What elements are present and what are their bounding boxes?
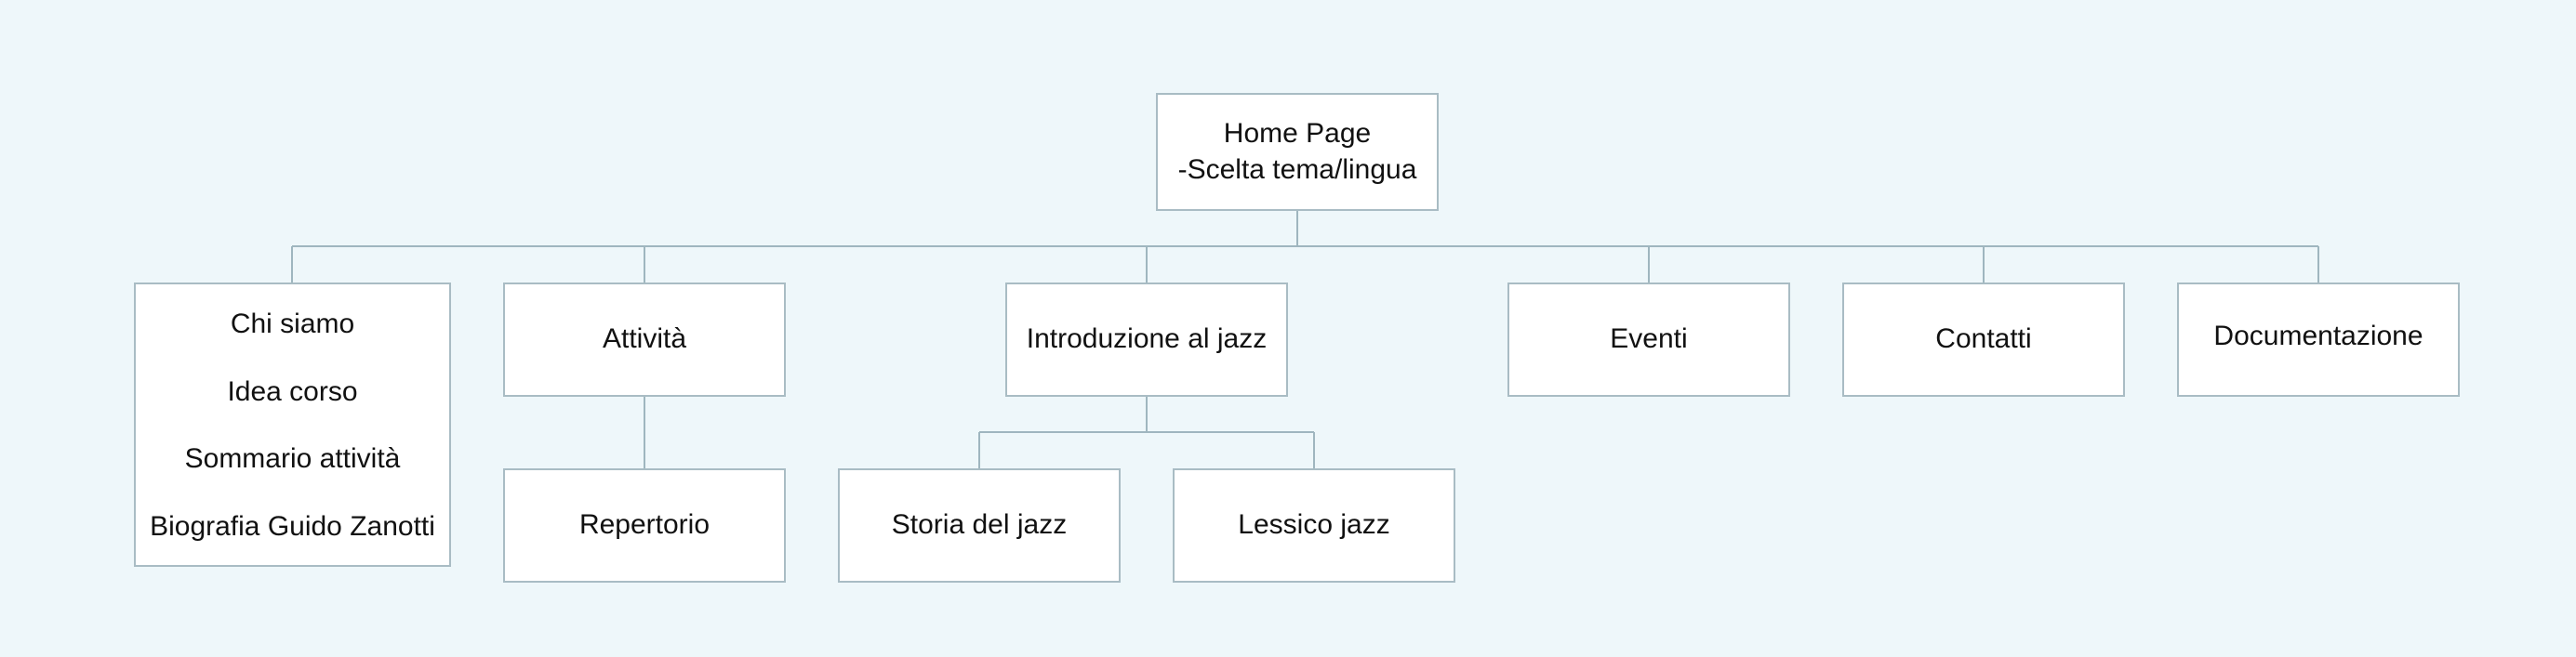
storia-del-jazz-label: Storia del jazz	[891, 509, 1068, 541]
lessico-jazz-node: Lessico jazz	[1173, 468, 1455, 583]
storia-del-jazz-node: Storia del jazz	[838, 468, 1121, 583]
introduzione-al-jazz-node: Introduzione al jazz	[1005, 283, 1288, 397]
repertorio-label: Repertorio	[578, 509, 710, 541]
home-page-node: Home Page -Scelta tema/lingua	[1156, 93, 1439, 211]
lessico-jazz-label: Lessico jazz	[1238, 509, 1390, 541]
contatti-node: Contatti	[1842, 283, 2125, 397]
chi-siamo-node: Chi siamo Idea corso Sommario attività B…	[134, 283, 451, 567]
documentazione-node: Documentazione	[2177, 283, 2460, 397]
chi-siamo-item: Chi siamo	[230, 309, 355, 339]
home-page-title: Home Page	[1223, 118, 1372, 150]
repertorio-node: Repertorio	[503, 468, 786, 583]
documentazione-label: Documentazione	[2213, 321, 2423, 352]
attivita-label: Attività	[602, 323, 687, 355]
attivita-node: Attività	[503, 283, 786, 397]
biografia-item: Biografia Guido Zanotti	[150, 510, 435, 542]
eventi-label: Eventi	[1610, 323, 1688, 355]
idea-corso-item: Idea corso	[227, 375, 358, 407]
home-page-subtitle: -Scelta tema/lingua	[1177, 153, 1417, 185]
introduzione-al-jazz-label: Introduzione al jazz	[1026, 323, 1268, 355]
sommario-attivita-item: Sommario attività	[184, 443, 401, 475]
eventi-node: Eventi	[1507, 283, 1790, 397]
contatti-label: Contatti	[1935, 323, 2032, 355]
